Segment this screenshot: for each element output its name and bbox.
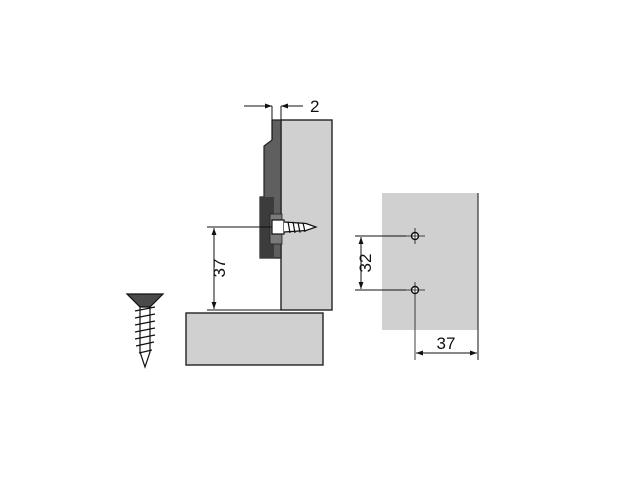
height-dimension-label: 37 xyxy=(210,259,229,278)
front-view-panel xyxy=(382,193,478,330)
hole-spacing-dimension: 32 xyxy=(355,235,406,291)
screw-hole-upper xyxy=(405,228,425,244)
hole-edge-dimension-label: 37 xyxy=(437,334,456,353)
screw-hole-lower xyxy=(405,282,425,360)
screw-icon xyxy=(125,293,165,369)
door-panel xyxy=(185,312,324,366)
offset-dimension-label: 2 xyxy=(310,97,319,116)
mounting-plate-profile xyxy=(259,119,283,259)
hole-spacing-dimension-label: 32 xyxy=(356,254,375,273)
cabinet-side-panel xyxy=(280,119,333,311)
height-dimension: 37 xyxy=(207,226,281,311)
mounting-screw-side-view xyxy=(271,219,318,235)
hole-edge-dimension: 37 xyxy=(416,334,477,356)
offset-dimension: 2 xyxy=(244,97,319,140)
